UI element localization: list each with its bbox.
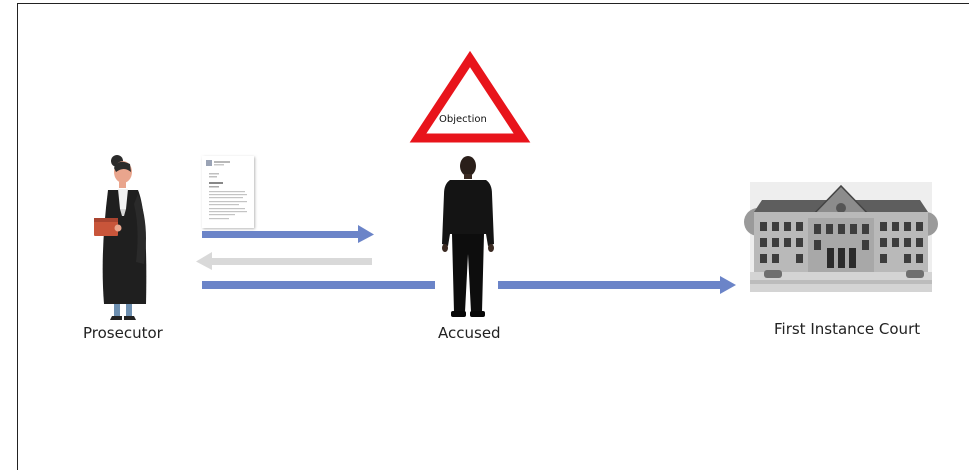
objection-label: Objection (439, 114, 487, 125)
accused-label: Accused (438, 324, 501, 342)
return-arrow-to-prosecutor (196, 252, 372, 270)
accused-figure (442, 156, 494, 317)
document-icon (202, 156, 254, 228)
court-label: First Instance Court (774, 320, 921, 338)
warning-triangle-icon (409, 50, 531, 143)
courthouse-image (744, 182, 938, 292)
flow-arrow-to-court (498, 276, 736, 294)
prosecutor-label: Prosecutor (83, 324, 163, 342)
flow-line-prosecutor (202, 281, 435, 289)
flow-arrow-to-accused (202, 225, 374, 243)
prosecutor-figure (94, 155, 147, 320)
diagram-canvas: Prosecutor (17, 3, 969, 470)
